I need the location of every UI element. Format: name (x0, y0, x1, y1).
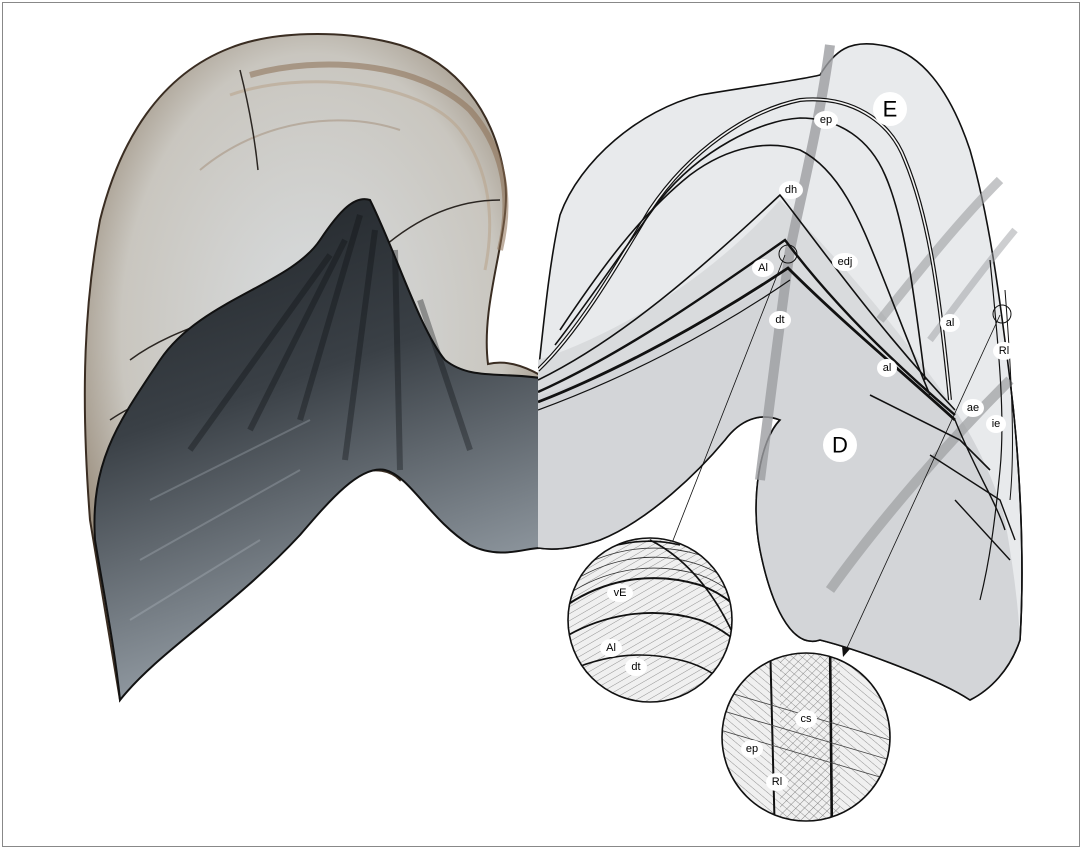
svg-text:Rl: Rl (772, 776, 782, 788)
svg-text:ae: ae (967, 402, 979, 414)
micrograph-half (85, 34, 540, 700)
label-ep: ep (814, 111, 838, 129)
svg-text:Al: Al (606, 642, 616, 654)
label-dh: dh (779, 181, 803, 199)
label-Rl: Rl (993, 342, 1015, 360)
inset1-label-Al: Al (600, 639, 622, 657)
svg-text:E: E (883, 97, 898, 122)
inset2-label-Rl: Rl (766, 773, 788, 791)
svg-text:cs: cs (801, 713, 813, 725)
svg-text:ep: ep (746, 743, 758, 755)
svg-text:D: D (832, 433, 848, 458)
inset1-label-dt: dt (625, 658, 647, 676)
label-ie: ie (986, 415, 1006, 433)
svg-text:vE: vE (614, 587, 627, 599)
svg-text:dh: dh (785, 184, 797, 196)
inset-detail-2: cs ep Rl (710, 640, 910, 840)
svg-text:al: al (883, 362, 892, 374)
inset-detail-1: vE Al dt (560, 530, 760, 710)
svg-text:ep: ep (820, 114, 832, 126)
svg-text:dt: dt (631, 661, 640, 673)
svg-text:ie: ie (992, 418, 1001, 430)
svg-text:Al: Al (758, 262, 768, 274)
svg-text:dt: dt (775, 314, 784, 326)
inset2-label-ep: ep (741, 740, 763, 758)
label-ae: ae (962, 399, 984, 417)
inset2-label-cs: cs (795, 710, 817, 728)
label-E: E (873, 92, 907, 126)
label-Al: Al (752, 259, 774, 277)
svg-text:al: al (946, 317, 955, 329)
label-edj: edj (832, 253, 858, 271)
label-al-lower: al (877, 359, 897, 377)
label-D: D (823, 428, 857, 462)
label-dt: dt (769, 311, 791, 329)
label-al-upper: al (940, 314, 960, 332)
inset1-label-vE: vE (607, 584, 633, 602)
svg-text:Rl: Rl (999, 345, 1009, 357)
svg-text:edj: edj (838, 256, 853, 268)
